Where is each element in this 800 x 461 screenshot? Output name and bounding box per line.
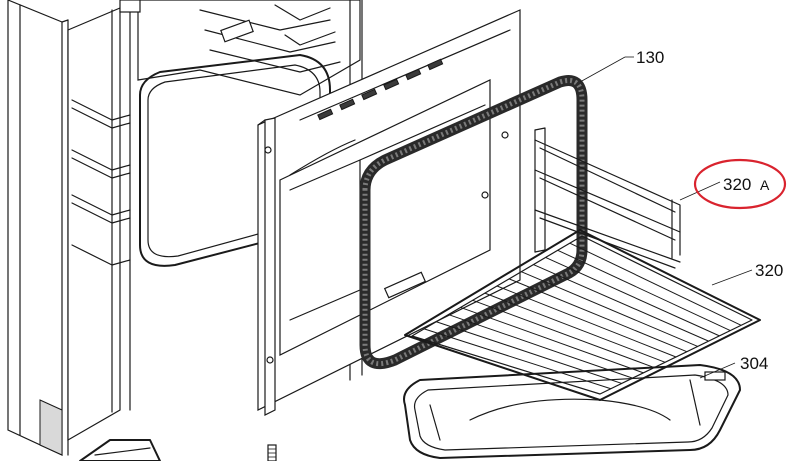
label-part-320-rack: 320 xyxy=(755,261,783,280)
cabinet-side-panel xyxy=(7,0,69,456)
rack-wire xyxy=(569,242,742,326)
rack-wire xyxy=(423,328,612,390)
rack-wire xyxy=(472,299,655,369)
rack-wire xyxy=(484,292,666,363)
label-part-320-main: 320 xyxy=(723,175,751,194)
leader-lines xyxy=(579,56,753,379)
cavity-shelf-runners xyxy=(71,99,131,266)
baking-tray xyxy=(403,364,741,459)
bottom-panel-fragment xyxy=(79,439,161,461)
rack-wires xyxy=(423,242,742,390)
frame-vent-slots xyxy=(317,58,444,121)
label-part-304: 304 xyxy=(740,354,768,373)
rack-wire xyxy=(448,314,633,379)
rack-wire xyxy=(496,285,677,358)
door-gasket xyxy=(359,75,588,370)
rack-wire xyxy=(436,321,622,384)
oven-front-frame xyxy=(257,9,521,416)
bottom-screw xyxy=(267,444,277,461)
label-part-130: 130 xyxy=(636,48,664,67)
rack-wire xyxy=(521,271,698,347)
rack-wire xyxy=(545,256,720,337)
rack-wire xyxy=(508,278,688,353)
oven-cavity-rear xyxy=(67,0,363,442)
rack-wire xyxy=(533,264,709,342)
side-shelf-rails xyxy=(534,127,681,269)
rack-wire xyxy=(460,306,644,374)
highlight-ellipse-320a xyxy=(693,158,787,210)
wire-oven-rack xyxy=(404,229,761,401)
label-part-320-suffix: A xyxy=(760,177,770,193)
rack-wire xyxy=(557,249,731,332)
